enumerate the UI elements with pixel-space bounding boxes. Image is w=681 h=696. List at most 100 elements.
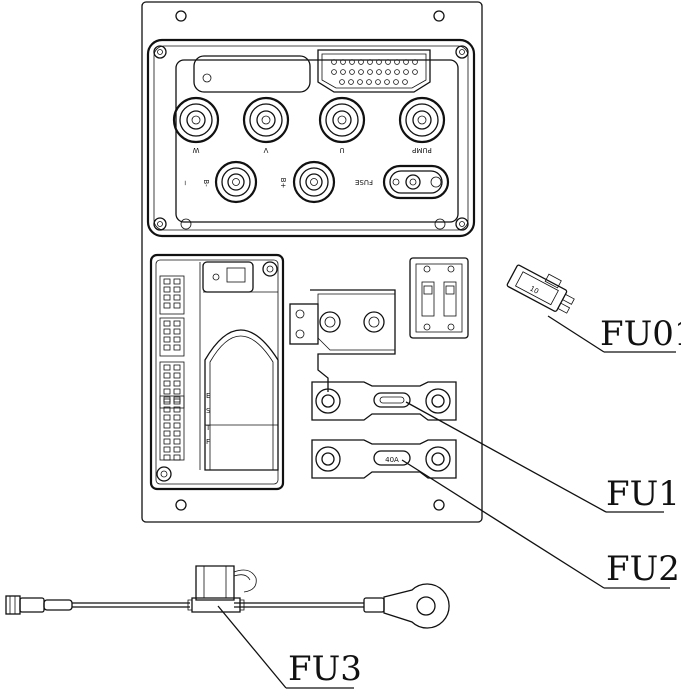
fu1-fuse (311, 381, 457, 421)
aux-connector-pin (173, 328, 181, 335)
connector-pin (403, 59, 409, 65)
aux-connector-pin (163, 446, 171, 453)
aux-connector-pin (173, 364, 181, 371)
aux-connector-pin (163, 414, 171, 421)
connector-pin (339, 79, 345, 85)
terminal-bplus: B+ (279, 160, 336, 204)
connector-pin (376, 69, 382, 75)
connector-pin (412, 59, 418, 65)
svg-text:F: F (206, 438, 210, 446)
svg-text:E: E (206, 392, 210, 400)
svg-text:T: T (205, 424, 211, 432)
label-recess (193, 55, 311, 93)
blade-fuse-holder (409, 257, 469, 339)
connector-pin (358, 59, 364, 65)
aux-connector-pin (163, 388, 171, 395)
aux-connector-pin (163, 302, 171, 309)
connector-pin (357, 79, 363, 85)
connector-pin (367, 59, 373, 65)
aux-connector-pin (163, 320, 171, 327)
connector-pin (358, 69, 364, 75)
aux-connector-pin (173, 278, 181, 285)
connector-pin (340, 59, 346, 65)
aux-connector-pin (163, 294, 171, 301)
connector-pin (384, 79, 390, 85)
aux-connector-pin (173, 430, 181, 437)
aux-connector-pin (173, 372, 181, 379)
terminal-bminus: B- − (181, 160, 258, 204)
internal-fuse-holder: FUSE (355, 164, 450, 200)
aux-connector-pin (163, 430, 171, 437)
connector-pin (403, 69, 409, 75)
connector-pin (412, 69, 418, 75)
aux-connector-pin (173, 286, 181, 293)
aux-connector-pin (173, 422, 181, 429)
aux-connector-pin (163, 380, 171, 387)
aux-connector-pin (173, 380, 181, 387)
connector-pin (385, 59, 391, 65)
terminal-u: U (318, 96, 366, 154)
terminal-bminus-label: B- (202, 179, 210, 187)
terminal-bplus-label: B+ (279, 178, 287, 189)
aux-connector-pin (173, 438, 181, 445)
terminal-u-label: U (339, 146, 344, 154)
connector-pin (366, 79, 372, 85)
aux-connector-pin (163, 372, 171, 379)
aux-connector-pin (173, 344, 181, 351)
terminal-v: V (242, 96, 290, 154)
callout-fu01: FU01 (600, 314, 681, 354)
aux-connector-pin (163, 406, 171, 413)
connector-pin (394, 69, 400, 75)
aux-connector-pin (163, 278, 171, 285)
terminal-w-label: W (192, 146, 199, 154)
auxiliary-controller: E S T F (149, 253, 285, 491)
contactor-bracket (289, 289, 396, 392)
aux-connector-pin (163, 364, 171, 371)
connector-pin (385, 69, 391, 75)
callout-fu1: FU1 (606, 474, 680, 514)
aux-connector-pin (173, 446, 181, 453)
callout-fu3: FU3 (288, 649, 362, 689)
aux-connector-pin (163, 336, 171, 343)
terminal-pump: PUMP (398, 96, 446, 154)
blade-fuse-10a: 10 (506, 264, 575, 314)
aux-connector-pin (173, 302, 181, 309)
aux-connector-pin (173, 406, 181, 413)
terminal-pump-label: PUMP (412, 146, 432, 154)
aux-connector-pin (173, 388, 181, 395)
connector-pin (402, 79, 408, 85)
svg-text:S: S (206, 407, 211, 415)
aux-connector-pin (173, 294, 181, 301)
fuse-marking-label: FUSE (355, 178, 373, 186)
aux-connector-block (159, 275, 185, 315)
connector-pin (349, 59, 355, 65)
aux-connector-pin (173, 398, 181, 405)
svg-text:−: − (181, 180, 189, 186)
aux-connector-pin (163, 398, 171, 405)
aux-connector-pin (173, 454, 181, 461)
aux-connector-pin (163, 422, 171, 429)
leader-lines (217, 315, 676, 689)
aux-connector-block (159, 395, 185, 461)
connector-pin (348, 79, 354, 85)
aux-connector-pin (163, 454, 171, 461)
blade-fuse-rating: 10 (528, 285, 540, 296)
aux-connector-block (159, 317, 185, 357)
motor-controller: W V U PUMP B- − B+ FUSE (146, 38, 476, 238)
aux-connector-pin (163, 438, 171, 445)
connector-pin (331, 59, 337, 65)
aux-connector-pin (173, 336, 181, 343)
terminal-v-label: V (263, 146, 268, 154)
fu2-fuse: 40A (311, 439, 457, 479)
connector-pin (393, 79, 399, 85)
fu3-inline-fuse-cable (5, 565, 450, 629)
aux-connector-pin (163, 396, 171, 403)
callout-fu2: FU2 (606, 549, 680, 589)
connector-pin (394, 59, 400, 65)
aux-connector-pin (173, 396, 181, 403)
connector-pin (349, 69, 355, 75)
signal-connector (317, 49, 431, 93)
fu2-rating-label: 40A (385, 456, 399, 464)
connector-pin (375, 79, 381, 85)
aux-connector-pin (163, 344, 171, 351)
